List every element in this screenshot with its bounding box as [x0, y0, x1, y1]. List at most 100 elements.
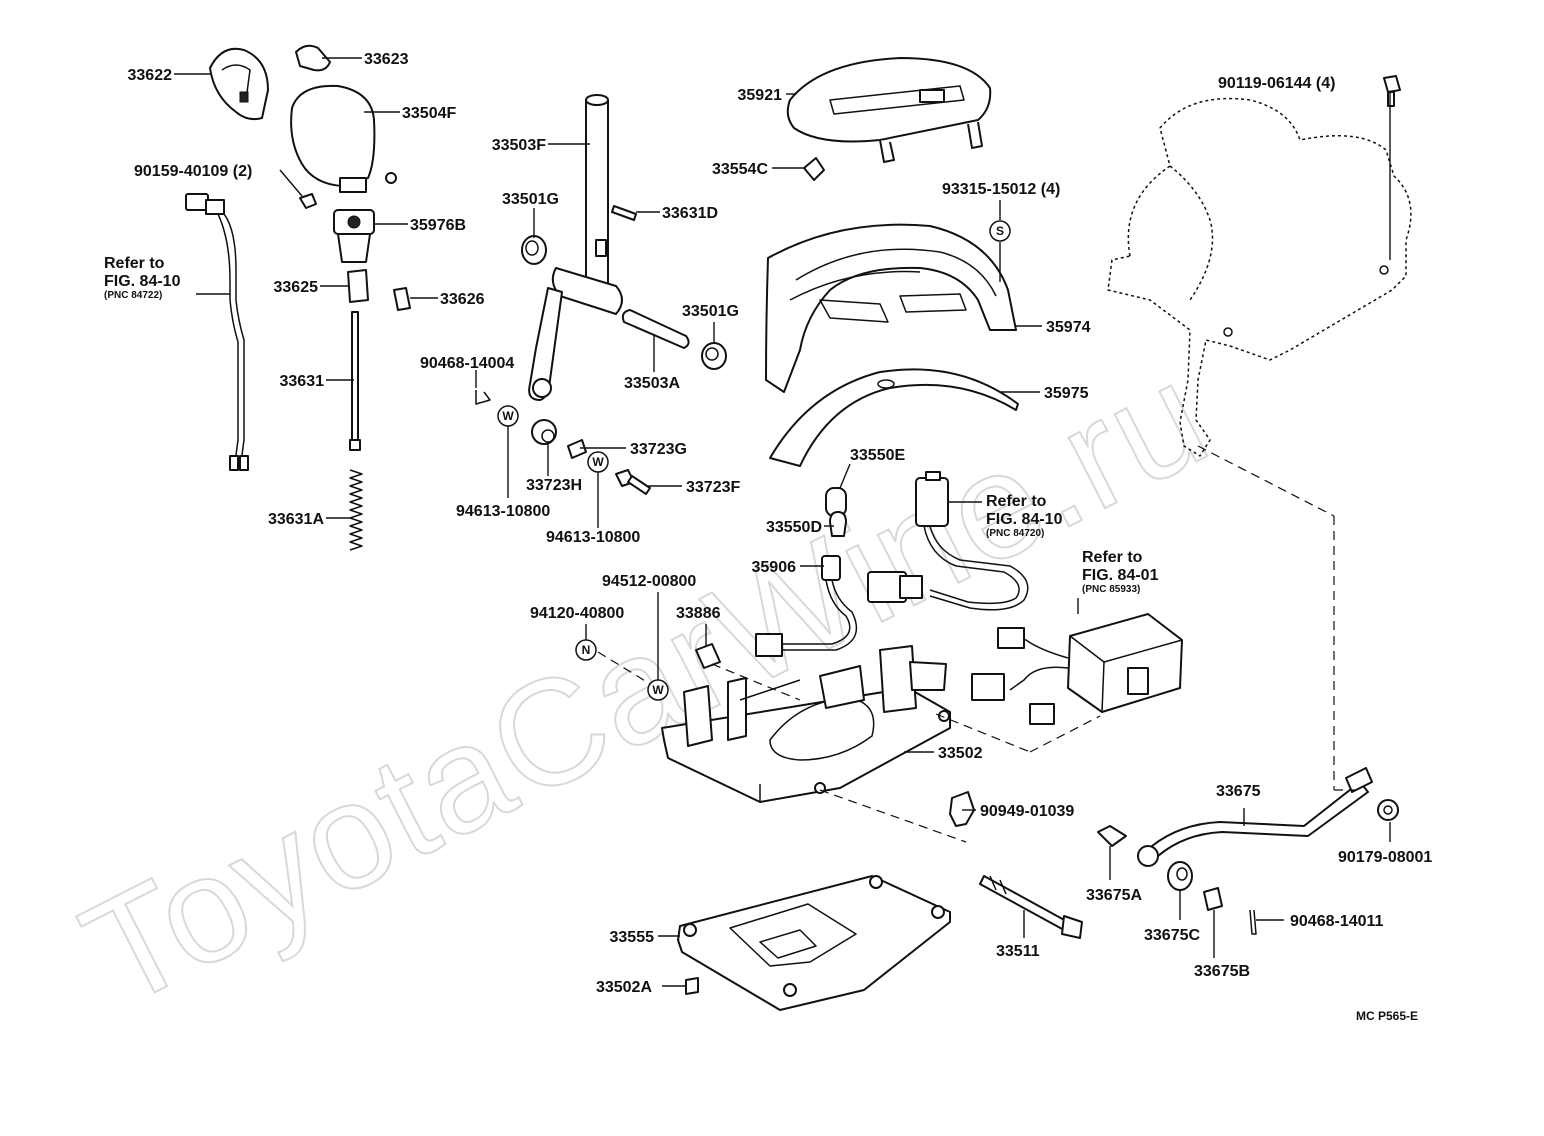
- part-label-33723H: 33723H: [526, 477, 582, 494]
- reference-note-84722: Refer to FIG. 84-10 (PNC 84722): [104, 255, 181, 301]
- clip-33554C-drawing: [803, 157, 825, 181]
- bolt-90119-drawing: [1383, 75, 1401, 107]
- part-label-35906: 35906: [752, 559, 797, 576]
- indicator-housing-drawing: [765, 223, 1017, 393]
- bushing-33675A-drawing: [1097, 825, 1127, 847]
- part-label-33631A: 33631A: [268, 511, 324, 528]
- neutral-start-switch-drawing: [971, 613, 1183, 725]
- part-label-90119-06144: 90119-06144 (4): [1218, 75, 1335, 92]
- part-label-33504F: 33504F: [402, 105, 456, 122]
- collar-33723G-drawing: [567, 439, 587, 459]
- reference-pnc: (PNC 85933): [1082, 584, 1140, 595]
- part-label-33886: 33886: [676, 605, 721, 622]
- part-label-33623: 33623: [364, 51, 409, 68]
- part-label-33554C: 33554C: [712, 161, 768, 178]
- knob-base-drawing: [333, 209, 375, 263]
- lever-bracket-drawing: [661, 645, 951, 803]
- figure-caption: MC P565-E: [1356, 1009, 1418, 1023]
- part-label-33723F: 33723F: [686, 479, 740, 496]
- symbol-w-1: W: [497, 405, 519, 427]
- leader-lines: [174, 57, 1391, 987]
- part-label-93315-15012: 93315-15012 (4): [942, 181, 1060, 198]
- bushing-lower-drawing: [701, 342, 727, 370]
- part-label-33550E: 33550E: [850, 447, 905, 464]
- part-label-35976B: 35976B: [410, 217, 466, 234]
- shaft-33503A-drawing: [621, 309, 690, 349]
- reference-figure: FIG. 84-10: [104, 273, 181, 290]
- part-label-35974: 35974: [1046, 319, 1091, 336]
- reference-figure: FIG. 84-10: [986, 511, 1063, 528]
- bushing-upper-drawing: [521, 235, 547, 265]
- part-label-33675B: 33675B: [1194, 963, 1250, 980]
- connector-84720-drawing: [867, 471, 1029, 611]
- part-label-33501G-upper: 33501G: [502, 191, 559, 208]
- reference-line: Refer to: [1082, 549, 1143, 566]
- bulb-drawing: [829, 511, 847, 537]
- part-label-33675C: 33675C: [1144, 927, 1200, 944]
- slide-plate-drawing: [769, 368, 1019, 467]
- pin-33626-drawing: [393, 287, 411, 311]
- shift-lever-drawing: [528, 94, 623, 401]
- bolt-33723F-drawing: [615, 469, 651, 495]
- reference-line: Refer to: [986, 493, 1047, 510]
- control-rod-drawing: [1137, 767, 1373, 867]
- wire-harness-left-drawing: [185, 193, 249, 471]
- part-label-33675A: 33675A: [1086, 887, 1142, 904]
- transmission-outline-drawing: [1107, 97, 1412, 457]
- grommet-33675C-drawing: [1167, 861, 1193, 891]
- part-label-90949-01039: 90949-01039: [980, 803, 1074, 820]
- part-label-33555: 33555: [610, 929, 655, 946]
- part-label-33502A: 33502A: [596, 979, 652, 996]
- reference-line: Refer to: [104, 255, 165, 272]
- screw-90159-drawing: [299, 193, 317, 209]
- pin-33631D-drawing: [611, 205, 637, 221]
- symbol-s: S: [989, 220, 1011, 242]
- part-label-33675: 33675: [1216, 783, 1261, 800]
- part-label-90468-14004: 90468-14004: [420, 355, 514, 372]
- svg-text:W: W: [502, 409, 514, 423]
- part-label-90179-08001: 90179-08001: [1338, 849, 1432, 866]
- reference-pnc: (PNC 84720): [986, 528, 1044, 539]
- part-label-33631: 33631: [280, 373, 325, 390]
- symbol-n: N: [575, 639, 597, 661]
- reference-note-85933: Refer to FIG. 84-01 (PNC 85933): [1082, 549, 1159, 595]
- symbol-w-2: W: [587, 451, 609, 473]
- part-label-94120-40800: 94120-40800: [530, 605, 624, 622]
- nut-33502A-drawing: [685, 977, 699, 995]
- part-label-94613-10800-left: 94613-10800: [456, 503, 550, 520]
- lower-housing-drawing: [677, 875, 951, 1011]
- part-label-33503F: 33503F: [492, 137, 546, 154]
- svg-text:N: N: [582, 643, 591, 657]
- part-label-33631D: 33631D: [662, 205, 718, 222]
- part-label-33501G-lower: 33501G: [682, 303, 739, 320]
- push-rod-drawing: [349, 311, 361, 451]
- collar-33675B-drawing: [1203, 887, 1223, 911]
- svg-text:S: S: [996, 224, 1004, 238]
- part-label-90159-40109: 90159-40109 (2): [134, 163, 252, 180]
- indicator-cover-drawing: [786, 57, 992, 163]
- part-label-33626: 33626: [440, 291, 485, 308]
- part-label-33511: 33511: [996, 943, 1040, 960]
- bushing-33723H-drawing: [531, 419, 557, 445]
- cap-33623-drawing: [295, 44, 331, 72]
- part-label-35921: 35921: [738, 87, 783, 104]
- nut-90179-drawing: [1377, 799, 1399, 821]
- part-label-94613-10800-right: 94613-10800: [546, 529, 640, 546]
- clip-90468-14011-drawing: [1249, 909, 1257, 935]
- button-33625-drawing: [347, 269, 369, 303]
- part-label-33622: 33622: [128, 67, 173, 84]
- part-label-33502: 33502: [938, 745, 983, 762]
- spring-drawing: [349, 469, 363, 551]
- svg-text:W: W: [652, 683, 664, 697]
- clamp-90949-drawing: [949, 791, 975, 827]
- reference-pnc: (PNC 84722): [104, 290, 162, 301]
- svg-text:W: W: [592, 455, 604, 469]
- clip-90468-14004-drawing: [475, 390, 491, 405]
- shift-knob-drawing: [290, 84, 397, 193]
- bulb-socket-wire-drawing: [755, 555, 858, 657]
- symbol-w-3: W: [647, 679, 669, 701]
- knob-insert-drawing: [209, 47, 269, 121]
- part-label-33723G: 33723G: [630, 441, 687, 458]
- part-label-94512-00800: 94512-00800: [602, 573, 696, 590]
